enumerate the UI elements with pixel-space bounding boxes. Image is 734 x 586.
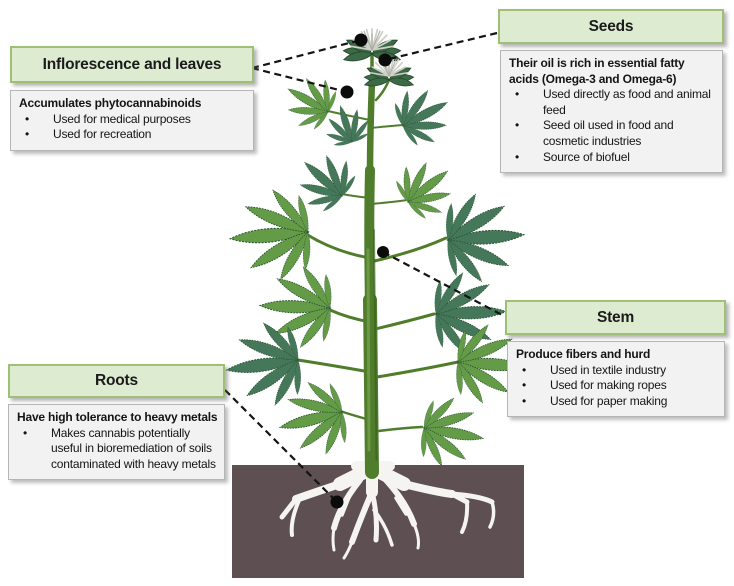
bullet-icon: • [515,149,520,164]
bullet-text: Used for paper making [550,393,668,408]
stem-header: Stem [505,300,726,335]
bullet-text: Used directly as food and animal feed [543,87,711,117]
list-item: • Used directly as food and animal feed [509,87,716,118]
bullet-icon: • [23,425,28,440]
connector-inflorescence-top [251,38,362,70]
bullet-icon: • [25,111,30,126]
list-item: • Seed oil used in food and cosmetic ind… [509,118,716,149]
list-item: • Used for recreation [19,127,247,143]
list-item: • Used for making ropes [516,378,718,394]
stem-lead: Produce fibers and hurd [516,347,651,361]
connector-roots [224,389,338,503]
dot-stem [377,246,389,258]
list-item: • Makes cannabis potentially useful in b… [17,426,218,473]
bullet-text: Makes cannabis potentially useful in bio… [51,425,216,471]
bullet-text: Used for recreation [53,127,152,142]
seeds-lead: Their oil is rich in essential fatty aci… [509,56,685,86]
leaf [441,189,527,287]
bullet-text: Seed oil used in food and cosmetic indus… [543,118,674,148]
connector-seeds [384,31,498,62]
dot-inflorescence [354,33,368,47]
inflorescence-header: Inflorescence and leaves [10,46,254,83]
dot-roots [330,495,344,509]
list-item: • Source of biofuel [509,150,716,166]
leaf [284,140,364,220]
stem-body: Produce fibers and hurd • Used in textil… [507,341,725,418]
connector-inflorescence-bottom [251,66,348,94]
seeds-header: Seeds [498,9,724,44]
connector-dots [330,33,392,509]
bullet-icon: • [522,393,527,408]
roots-lead: Have high tolerance to heavy metals [17,410,218,424]
leaf [226,184,316,286]
stem-graphic [296,54,460,479]
bullet-text: Source of biofuel [543,149,630,164]
leaf [259,263,335,351]
bullet-text: Used for making ropes [550,378,667,393]
bullet-icon: • [515,87,520,102]
seeds-body: Their oil is rich in essential fatty aci… [500,50,723,174]
bullet-text: Used in textile industry [550,362,666,377]
dot-leaf [340,85,354,99]
bullet-icon: • [522,362,527,377]
inflorescence-lead: Accumulates phytocannabinoids [19,96,202,110]
leaf [387,76,462,154]
list-item: • Used for medical purposes [19,112,247,128]
bullet-text: Used for medical purposes [53,111,191,126]
list-item: • Used for paper making [516,394,718,410]
connector-lines [224,31,505,503]
dot-seeds [378,53,392,67]
inflorescence-body: Accumulates phytocannabinoids • Used for… [10,90,254,151]
roots-body: Have high tolerance to heavy metals • Ma… [8,404,225,481]
bullet-icon: • [522,378,527,393]
inflorescence-graphic [343,28,414,89]
roots-header: Roots [8,364,225,398]
leaf [387,147,466,227]
bullet-icon: • [25,127,30,142]
leaf [415,392,490,475]
bullet-icon: • [515,118,520,133]
list-item: • Used in textile industry [516,363,718,379]
